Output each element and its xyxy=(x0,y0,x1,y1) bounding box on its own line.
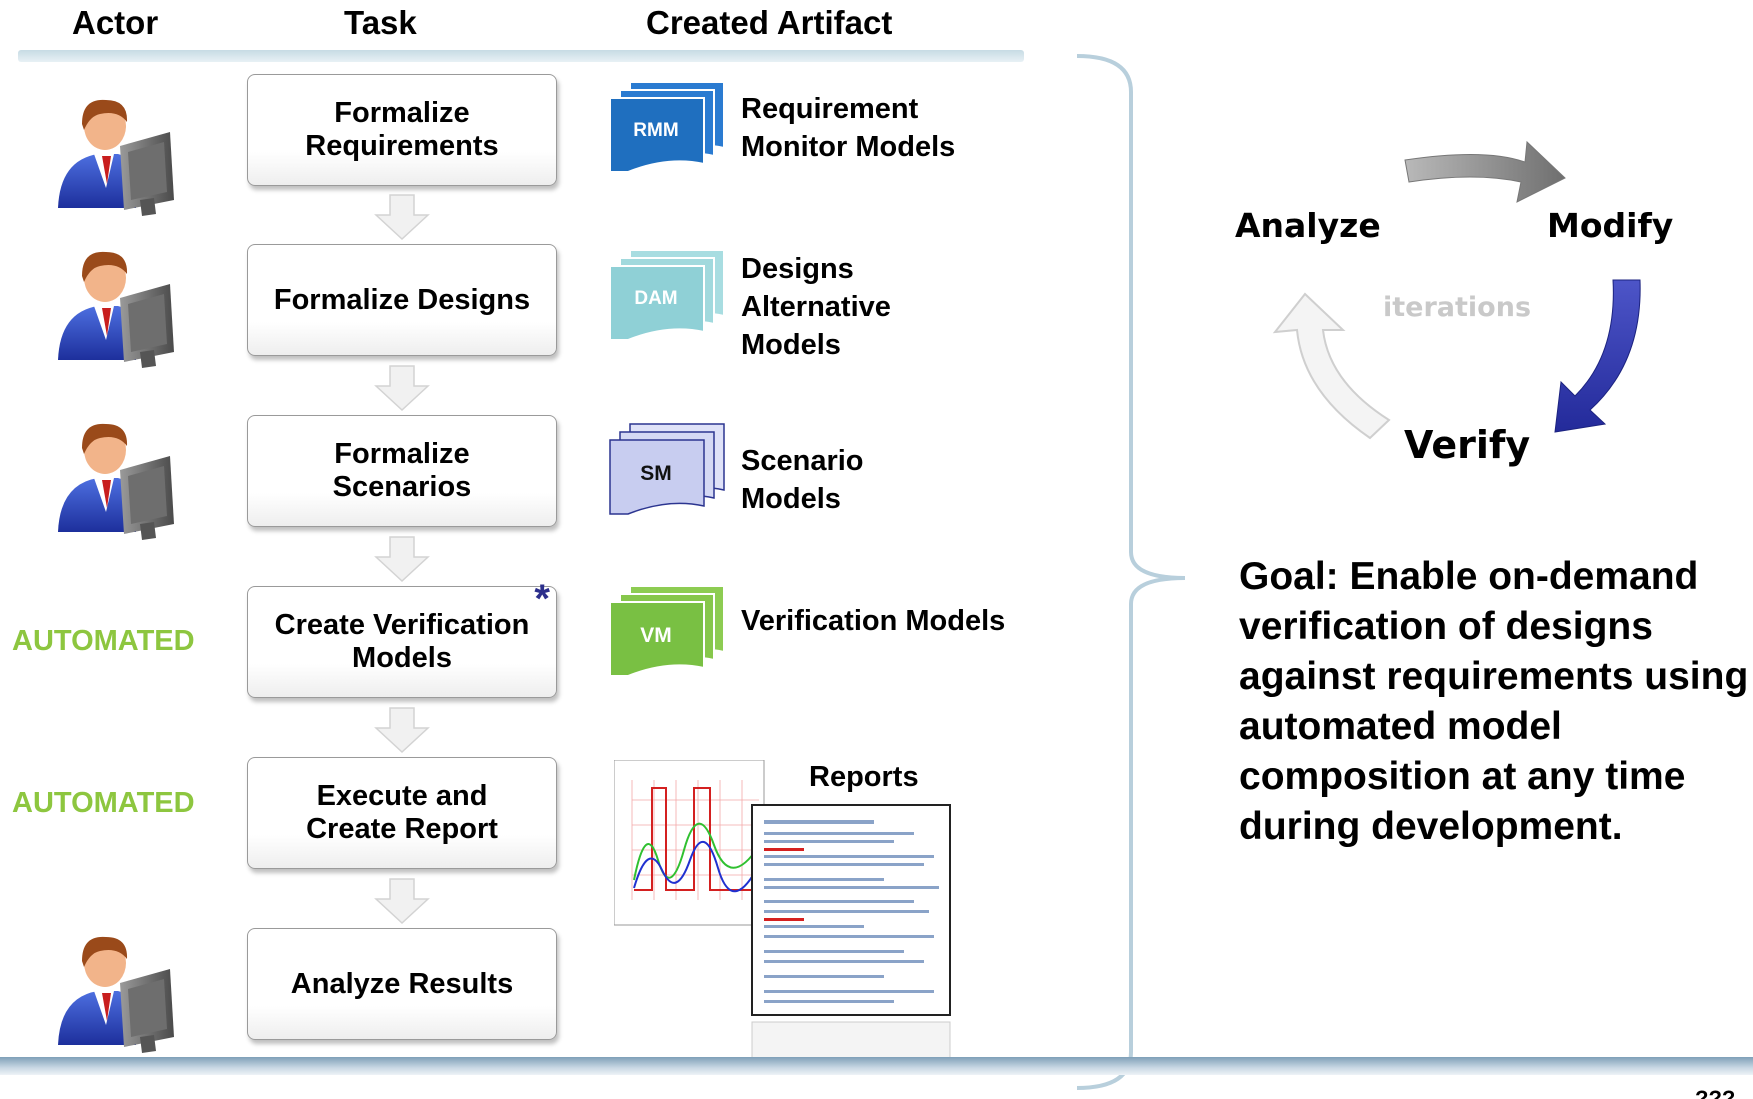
grouping-bracket xyxy=(1076,54,1186,1090)
down-arrow-icon xyxy=(374,536,430,583)
cycle-modify: Modify xyxy=(1547,206,1674,245)
iteration-cycle-diagram xyxy=(1272,140,1641,440)
rmm-document-icon: RMM xyxy=(609,81,725,173)
footer-bar xyxy=(0,1057,1753,1075)
task-formalize-requirements: Formalize Requirements xyxy=(247,74,557,186)
task-execute-and-create-report: Execute and Create Report xyxy=(247,757,557,869)
report-thumbnail xyxy=(614,760,951,1059)
artifact-header: Created Artifact xyxy=(646,4,893,41)
automated-label: AUTOMATED xyxy=(12,787,195,819)
artifact-vm-label: Verification Models xyxy=(741,605,1006,637)
cycle-analyze: Analyze xyxy=(1235,206,1381,245)
asterisk-marker: * xyxy=(534,577,550,621)
dam-abbr: DAM xyxy=(634,288,677,309)
vm-document-icon: VM xyxy=(609,585,725,677)
down-arrow-icon xyxy=(374,707,430,754)
header-underline xyxy=(18,50,1024,62)
task-formalize-scenarios: Formalize Scenarios xyxy=(247,415,557,527)
down-arrow-icon xyxy=(374,194,430,241)
vm-abbr: VM xyxy=(640,624,672,647)
artifact-reports-label: Reports xyxy=(809,761,919,793)
user-computer-icon xyxy=(58,423,174,540)
user-computer-icon xyxy=(58,251,174,368)
task-formalize-designs: Formalize Designs xyxy=(247,244,557,356)
task-create-verification-models: Create Verification Models * xyxy=(247,577,557,698)
sm-document-icon: SM xyxy=(609,423,725,515)
task-header: Task xyxy=(344,4,417,41)
user-computer-icon xyxy=(58,99,174,216)
dam-document-icon: DAM xyxy=(609,249,725,341)
actor-header: Actor xyxy=(72,4,159,41)
automated-label: AUTOMATED xyxy=(12,625,195,657)
down-arrow-icon xyxy=(374,878,430,925)
user-computer-icon xyxy=(58,936,174,1053)
task-analyze-results: Analyze Results xyxy=(247,928,557,1040)
sm-abbr: SM xyxy=(640,462,672,485)
artifact-rmm-label: Requirement Monitor Models xyxy=(741,93,956,163)
page-number: ??? xyxy=(1695,1088,1735,1099)
artifact-sm-label: Scenario Models xyxy=(741,445,864,515)
cycle-iterations: iterations xyxy=(1383,292,1532,323)
artifact-dam-label: Designs Alternative Models xyxy=(741,253,891,361)
down-arrow-icon xyxy=(374,365,430,412)
rmm-abbr: RMM xyxy=(633,120,678,141)
goal-statement: Goal: Enable on-demand verification of d… xyxy=(1239,555,1749,848)
cycle-verify: Verify xyxy=(1404,423,1531,467)
